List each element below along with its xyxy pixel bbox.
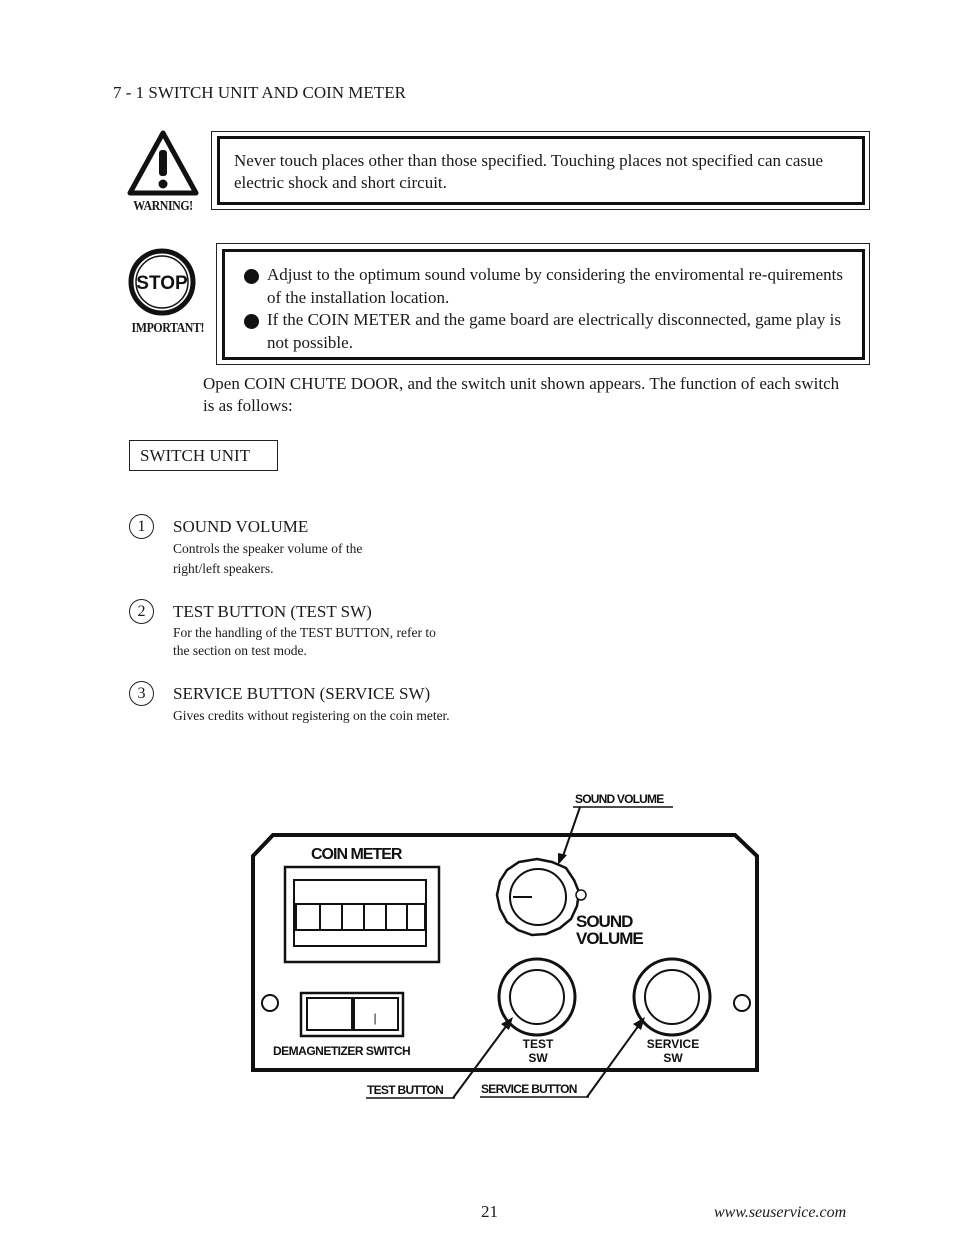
coin-meter-icon (283, 865, 441, 964)
switch-unit-diagram: COIN METER | DEMAGNETIZER SWITCH SOUND V… (251, 792, 759, 1099)
footer-website: www.seuservice.com (714, 1204, 847, 1221)
test-button-arrow (501, 1017, 513, 1030)
sound-volume-callout: SOUND VOLUME (575, 792, 664, 806)
demagnetizer-mark: | (373, 1011, 376, 1025)
warning-icon-block: WARNING! (126, 130, 200, 215)
coin-meter-label: COIN METER (311, 846, 403, 863)
item-description: For the handling of the TEST BUTTON, ref… (173, 625, 436, 658)
mount-hole-right (733, 994, 751, 1012)
warning-triangle-icon (127, 130, 199, 196)
sound-volume-knob-icon (495, 857, 587, 937)
important-bullet-1: Adjust to the optimum sound volume by co… (243, 264, 848, 309)
test-button-callout: TEST BUTTON (367, 1083, 443, 1097)
important-box: Adjust to the optimum sound volume by co… (216, 243, 870, 365)
page-number: 21 (481, 1202, 498, 1221)
service-sw-label-1: SERVICE (647, 1037, 699, 1051)
warning-box: Never touch places other than those spec… (211, 131, 870, 210)
item-description: Gives credits without registering on the… (173, 708, 450, 723)
sound-volume-panel-label-1: SOUND (576, 912, 633, 931)
important-icon-block: STOP IMPORTANT! (126, 248, 205, 337)
item-title: SOUND VOLUME (173, 517, 309, 536)
test-button-icon (497, 957, 577, 1037)
important-label: IMPORTANT! (131, 321, 205, 336)
item-number: 2 (129, 599, 154, 624)
item-description: Controls the speaker volume of the right… (173, 541, 363, 576)
service-button-icon (632, 957, 712, 1037)
warning-text: Never touch places other than those spec… (217, 136, 865, 205)
service-sw-label-2: SW (663, 1051, 683, 1065)
test-sw-label-2: SW (528, 1051, 548, 1065)
service-button-arrow (633, 1017, 645, 1030)
stop-sign-icon: STOP (128, 248, 196, 316)
sound-volume-arrow (558, 853, 567, 865)
important-text: Adjust to the optimum sound volume by co… (222, 249, 865, 360)
item-title: SERVICE BUTTON (SERVICE SW) (173, 684, 431, 703)
item-number: 1 (129, 514, 154, 539)
intro-paragraph: Open COIN CHUTE DOOR, and the switch uni… (203, 374, 840, 415)
service-button-callout: SERVICE BUTTON (481, 1082, 577, 1096)
demagnetizer-label: DEMAGNETIZER SWITCH (273, 1044, 410, 1058)
stop-sign-text: STOP (136, 273, 188, 294)
item-title: TEST BUTTON (TEST SW) (173, 602, 372, 621)
section-title: 7 - 1 SWITCH UNIT AND COIN METER (113, 83, 406, 102)
test-sw-label-1: TEST (523, 1037, 554, 1051)
warning-label: WARNING! (133, 199, 193, 214)
mount-hole-left (261, 994, 279, 1012)
sound-volume-panel-label-2: VOLUME (576, 929, 643, 948)
item-number: 3 (129, 681, 154, 706)
demagnetizer-switch-icon (299, 991, 405, 1038)
switch-unit-label: SWITCH UNIT (129, 440, 278, 471)
important-bullet-2: If the COIN METER and the game board are… (243, 309, 848, 354)
